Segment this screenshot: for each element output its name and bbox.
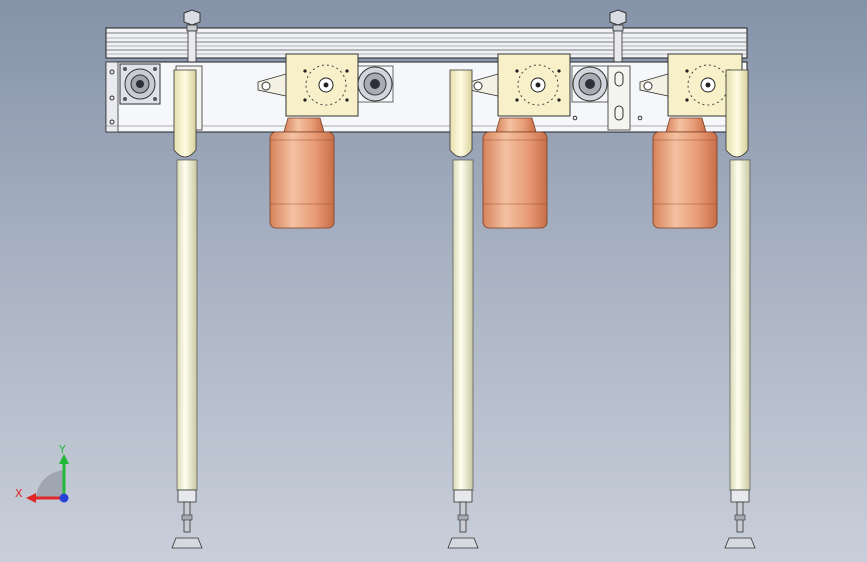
gearbox-left[interactable] — [285, 53, 359, 117]
support-leg-right[interactable] — [724, 69, 756, 549]
triad-y-label: Y — [58, 443, 66, 456]
drive-motor-left[interactable] — [269, 117, 335, 229]
slotted-plate-right — [607, 65, 631, 131]
bearing-left[interactable] — [119, 63, 161, 105]
leveling-bolt-left[interactable] — [183, 9, 201, 68]
gearbox-center[interactable] — [497, 53, 571, 117]
support-leg-center[interactable] — [447, 69, 479, 549]
coordinate-triad: Y X — [15, 443, 69, 503]
drive-motor-right[interactable] — [652, 117, 718, 229]
support-leg-left[interactable] — [171, 69, 203, 549]
leveling-bolt-right[interactable] — [609, 9, 627, 68]
drive-motor-center[interactable] — [482, 117, 548, 229]
frame-beam[interactable] — [105, 61, 748, 133]
bearing-right[interactable] — [571, 65, 609, 103]
bearing-center[interactable] — [356, 65, 394, 103]
triad-x-label: X — [15, 487, 23, 500]
conveyor-rail[interactable] — [105, 27, 748, 59]
